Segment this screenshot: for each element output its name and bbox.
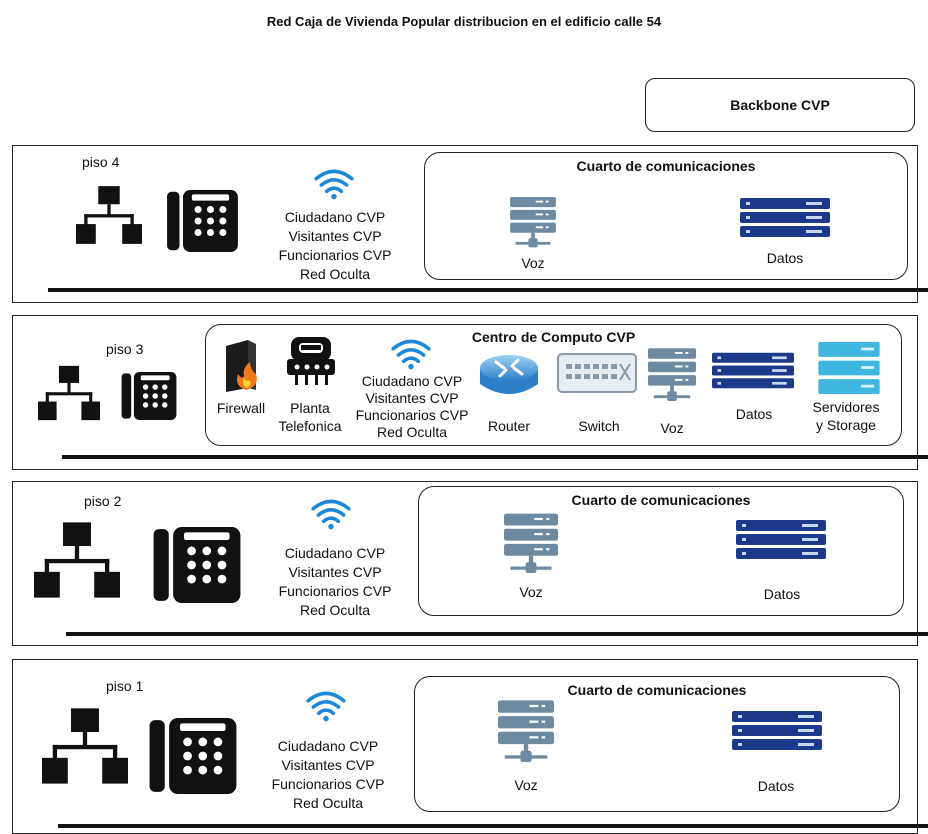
wifi-network: Visitantes CVP <box>281 757 375 773</box>
wifi-network: Funcionarios CVP <box>355 407 469 423</box>
computing-center-title: Centro de Computo CVP <box>471 329 636 345</box>
firewall-icon <box>226 340 257 392</box>
wifi-network: Red Oculta <box>299 266 371 282</box>
wifi-network: Red Oculta <box>299 602 371 618</box>
datos-label: Datos <box>757 778 795 794</box>
pbx-label-line: Planta <box>290 400 330 416</box>
comm-room-box <box>424 152 908 280</box>
wifi-network-list: Ciudadano CVP Visitantes CVP Funcionario… <box>265 544 405 620</box>
switch-label: Switch <box>578 418 620 434</box>
wifi-icon <box>390 338 432 370</box>
floor-3-box <box>12 315 918 470</box>
backbone-cable <box>62 455 928 459</box>
wifi-network-list: Ciudadano CVP Visitantes CVP Funcionario… <box>342 373 482 441</box>
storage-icon <box>818 342 880 394</box>
voz-server-icon <box>648 348 696 406</box>
phone-icon <box>118 372 180 420</box>
voz-label: Voz <box>514 777 538 793</box>
pbx-label: Planta Telefonica <box>270 399 350 435</box>
backbone-cable <box>66 632 928 636</box>
network-icon <box>34 520 120 600</box>
firewall-label: Firewall <box>216 400 266 416</box>
datos-label: Datos <box>766 250 804 266</box>
wifi-network: Funcionarios CVP <box>278 247 392 263</box>
wifi-network: Red Oculta <box>376 424 448 440</box>
floor-4-label: piso 4 <box>82 154 120 170</box>
wifi-network-list: Ciudadano CVP Visitantes CVP Funcionario… <box>258 737 398 813</box>
backbone-box: Backbone CVP <box>645 78 915 132</box>
pbx-icon <box>287 337 335 385</box>
network-icon <box>38 365 100 421</box>
wifi-network: Funcionarios CVP <box>278 583 392 599</box>
floor-2-label: piso 2 <box>84 493 122 509</box>
phone-icon <box>148 718 238 794</box>
floor-2-box <box>12 481 918 646</box>
storage-label: Servidores y Storage <box>796 398 896 434</box>
router-icon <box>480 355 538 394</box>
wifi-network: Visitantes CVP <box>288 228 382 244</box>
phone-icon <box>160 190 245 252</box>
network-icon <box>42 706 128 786</box>
wifi-network: Funcionarios CVP <box>271 776 385 792</box>
comm-room-box <box>418 486 904 616</box>
comm-room-title: Cuarto de comunicaciones <box>576 158 756 174</box>
backbone-cable <box>58 824 928 828</box>
wifi-network: Ciudadano CVP <box>284 545 386 561</box>
floor-3-label: piso 3 <box>106 341 144 357</box>
comm-room-title: Cuarto de comunicaciones <box>567 682 747 698</box>
wifi-network-list: Ciudadano CVP Visitantes CVP Funcionario… <box>265 208 405 284</box>
storage-label-line: y Storage <box>816 417 876 433</box>
comm-room-box <box>414 676 900 812</box>
datos-server-icon <box>740 198 830 238</box>
wifi-icon <box>310 498 352 530</box>
datos-server-icon <box>712 352 794 390</box>
datos-label: Datos <box>763 586 801 602</box>
datos-server-icon <box>736 516 826 564</box>
backbone-cable <box>48 288 928 292</box>
voz-server-icon <box>504 513 558 579</box>
phone-icon <box>150 527 244 603</box>
wifi-icon <box>305 690 347 722</box>
datos-server-icon <box>732 704 822 758</box>
computing-center-box <box>205 324 902 446</box>
diagram-title: Red Caja de Vivienda Popular distribucio… <box>266 14 662 29</box>
floor-1-label: piso 1 <box>106 678 144 694</box>
voz-label: Voz <box>521 255 545 271</box>
wifi-icon <box>313 168 355 200</box>
wifi-network: Visitantes CVP <box>365 390 459 406</box>
switch-icon <box>557 353 637 393</box>
floor-4-box <box>12 145 918 303</box>
wifi-network: Ciudadano CVP <box>277 738 379 754</box>
comm-room-title: Cuarto de comunicaciones <box>571 492 751 508</box>
voz-server-icon <box>498 700 554 768</box>
datos-label: Datos <box>735 406 773 422</box>
voz-label: Voz <box>519 584 543 600</box>
network-icon <box>76 186 142 244</box>
wifi-network: Ciudadano CVP <box>361 373 463 389</box>
wifi-network: Visitantes CVP <box>288 564 382 580</box>
router-label: Router <box>487 418 531 434</box>
pbx-label-line: Telefonica <box>278 418 342 434</box>
voz-label: Voz <box>660 420 684 436</box>
wifi-network: Ciudadano CVP <box>284 209 386 225</box>
voz-server-icon <box>510 197 556 252</box>
wifi-network: Red Oculta <box>292 795 364 811</box>
storage-label-line: Servidores <box>812 399 880 415</box>
